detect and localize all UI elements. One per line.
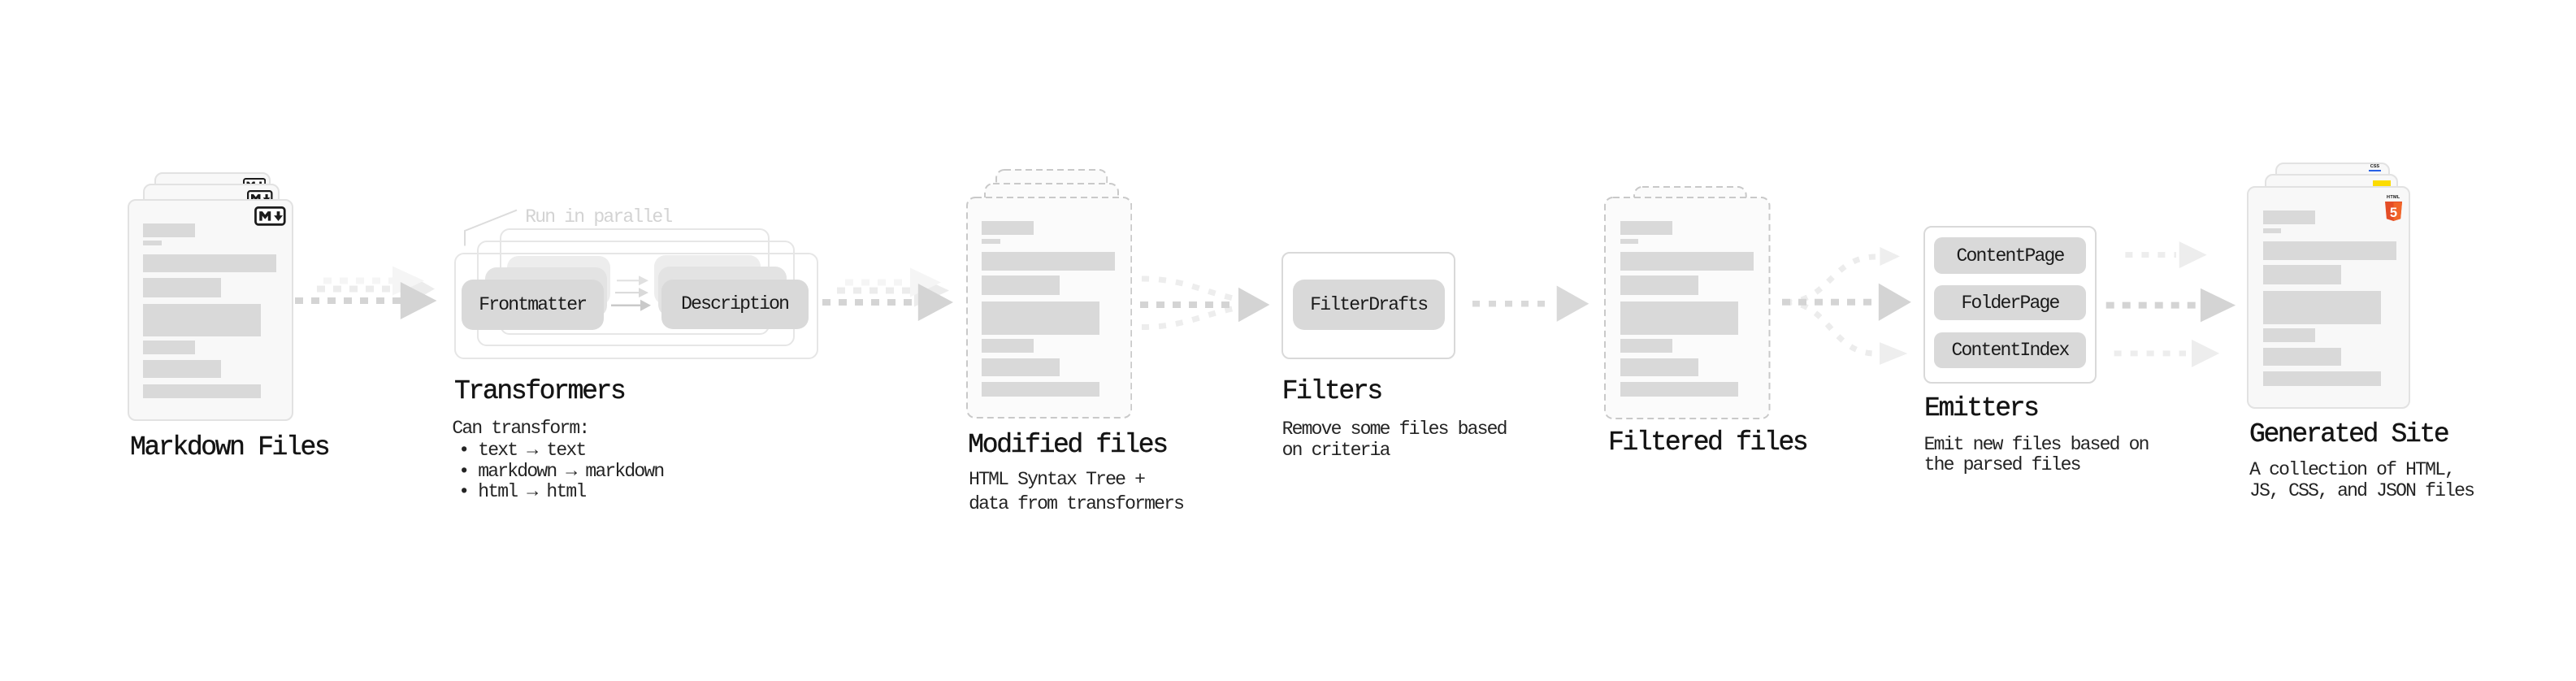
svg-text:5: 5 (2390, 205, 2397, 219)
